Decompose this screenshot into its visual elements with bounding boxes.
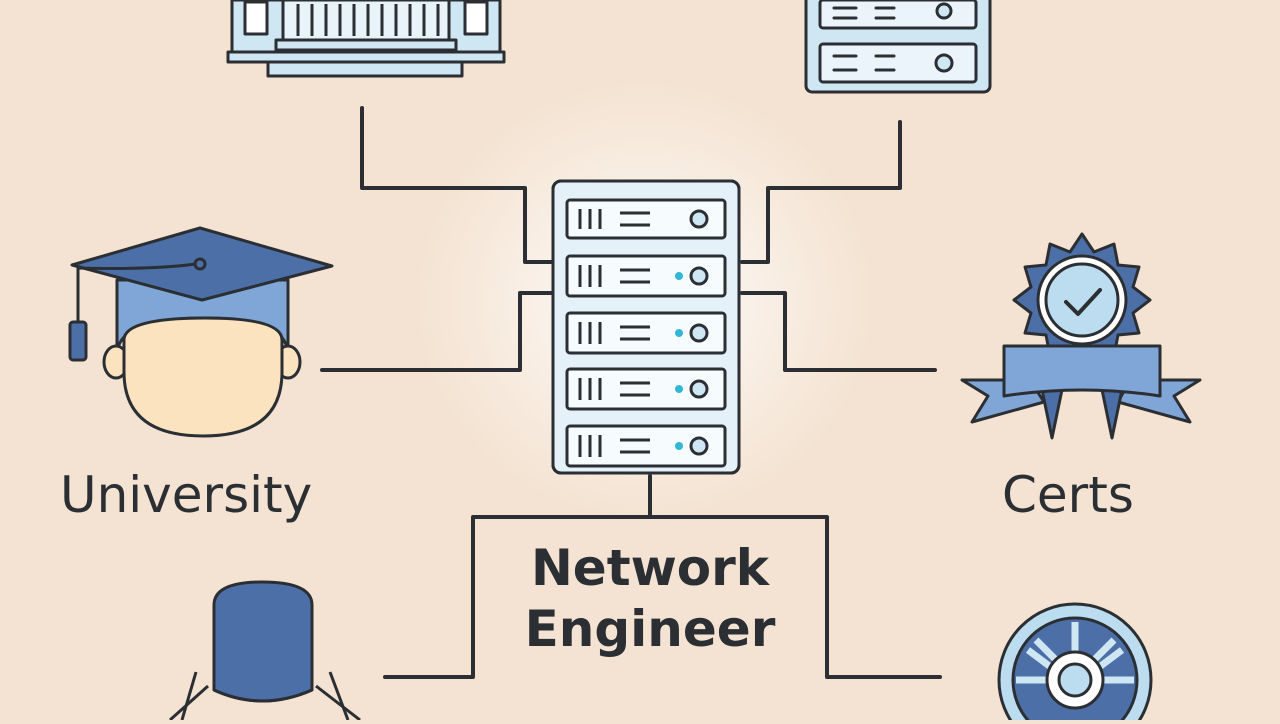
center-label-line1: Network xyxy=(530,539,770,597)
rack-slot-4 xyxy=(565,367,727,411)
head-icon xyxy=(122,316,284,438)
connector-university xyxy=(320,291,555,372)
connector-building xyxy=(360,106,555,264)
center-label-line2: Engineer xyxy=(524,600,776,658)
connector-server xyxy=(740,120,902,264)
rack-slot-5 xyxy=(565,424,727,468)
network-engineer-label: Network Engineer xyxy=(500,538,800,660)
gear-wheel-icon xyxy=(997,602,1153,724)
server-icon xyxy=(804,0,992,94)
certs-label: Certs xyxy=(1002,466,1134,524)
connector-lower-left xyxy=(383,474,652,679)
connector-certs xyxy=(740,291,937,372)
university-label: University xyxy=(60,466,313,524)
building-icon xyxy=(226,0,506,78)
rack-slot-2 xyxy=(565,254,727,298)
rack-slot-3 xyxy=(565,311,727,355)
graduation-cap-icon xyxy=(68,226,334,438)
connector-lines xyxy=(320,106,942,679)
rack-slot-1 xyxy=(565,198,727,240)
connector-lower-right xyxy=(648,515,942,679)
server-rack-icon xyxy=(551,179,741,475)
certificate-badge-icon xyxy=(960,232,1202,440)
person-icon xyxy=(168,580,361,722)
